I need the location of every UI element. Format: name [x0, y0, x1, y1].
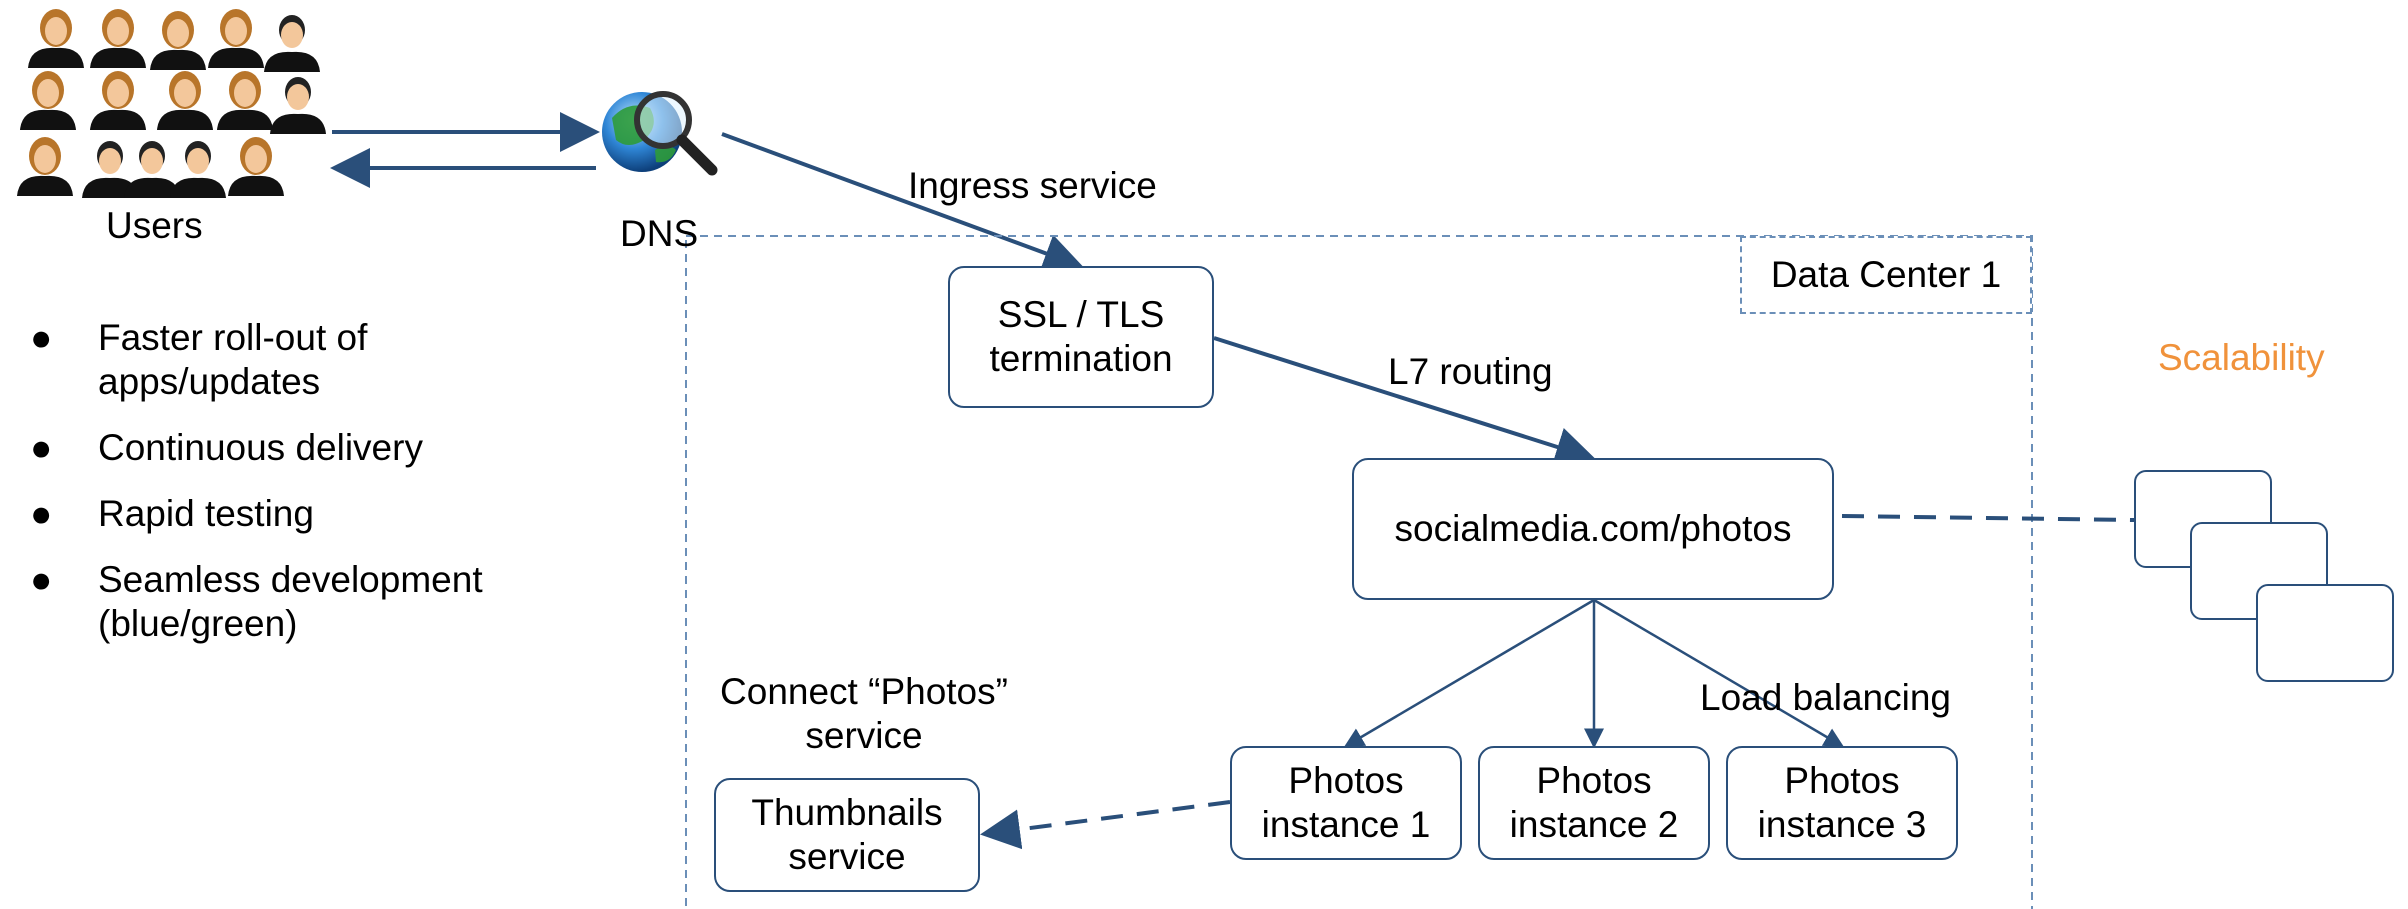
- l7-routing-label: L7 routing: [1388, 351, 1553, 392]
- photos-instance-2[interactable]: Photos instance 2: [1478, 746, 1710, 860]
- thumbnails-service-node[interactable]: Thumbnails service: [714, 778, 980, 892]
- benefits-list: ●Faster roll-out of apps/updates ●Contin…: [30, 316, 528, 668]
- load-balancing-arrows: [1343, 598, 1845, 749]
- photos-instance-3[interactable]: Photos instance 3: [1726, 746, 1958, 860]
- scalability-label: Scalability: [2158, 337, 2325, 378]
- scalability-connector: [1841, 514, 2135, 522]
- photos-instance-1[interactable]: Photos instance 1: [1230, 746, 1462, 860]
- users-label: Users: [106, 205, 203, 246]
- photos-to-thumbnails-arrow: [980, 800, 1231, 850]
- ssl-to-social-arrow: [1213, 336, 1596, 467]
- datacenter-boundary: [685, 235, 2033, 909]
- load-balancing-label: Load balancing: [1700, 677, 1951, 718]
- benefit-item: ●Rapid testing: [30, 493, 314, 534]
- dns-to-ssl-arrow: [721, 132, 1084, 273]
- dns-label: DNS: [620, 213, 699, 254]
- ingress-service-label: Ingress service: [908, 165, 1157, 206]
- benefit-item: ●Continuous delivery: [30, 427, 423, 468]
- socialmedia-photos-node[interactable]: socialmedia.com/photos: [1352, 458, 1834, 600]
- ssl-tls-node[interactable]: SSL / TLS termination: [948, 266, 1214, 408]
- benefit-item: ●Faster roll-out of apps/updates: [30, 317, 368, 402]
- scale-instance-box-3: [2256, 584, 2394, 682]
- people-group-icon: [17, 9, 326, 198]
- connect-photos-label: Connect “Photos” service: [720, 671, 1008, 756]
- globe-magnifier-icon: [602, 91, 718, 176]
- benefit-item: ●Seamless development (blue/green): [30, 559, 483, 644]
- datacenter-label: Data Center 1: [1740, 236, 2032, 314]
